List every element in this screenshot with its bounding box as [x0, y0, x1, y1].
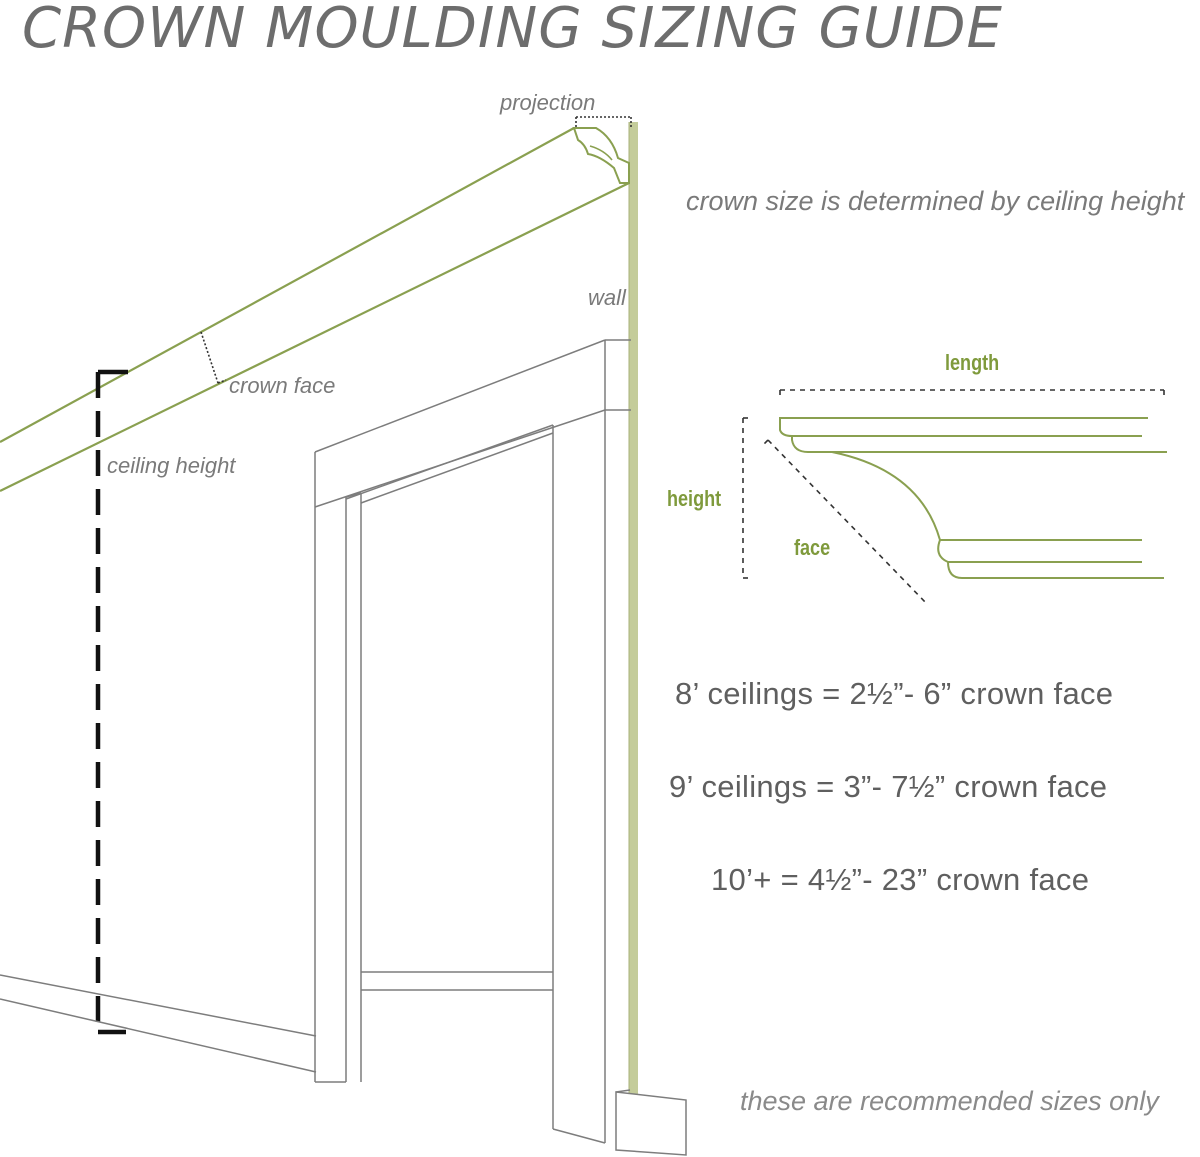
baseboard	[0, 974, 317, 1073]
recommendation-10ft: 10’+ = 4½”- 23” crown face	[711, 862, 1090, 897]
profile-length-label: length	[945, 350, 1000, 375]
page-title: CROWN MOULDING SIZING GUIDE	[22, 0, 1003, 61]
crown-profile	[779, 417, 1167, 579]
projection-label: projection	[500, 90, 596, 115]
door-frame	[314, 339, 631, 1144]
ceiling-height-bracket	[95, 369, 128, 1035]
crown-face-marker	[200, 331, 227, 384]
ceiling-height-label: ceiling height	[107, 453, 236, 478]
wall-strip	[629, 122, 638, 1094]
profile-face-bracket	[761, 439, 929, 606]
recommendation-9ft: 9’ ceilings = 3”- 7½” crown face	[669, 769, 1108, 804]
profile-height-bracket	[742, 417, 751, 579]
projection-bracket	[575, 116, 632, 127]
crown-face-label: crown face	[229, 373, 336, 398]
subtitle-text: crown size is determined by ceiling heig…	[686, 186, 1185, 216]
profile-face-label: face	[794, 535, 831, 560]
profile-length-bracket	[779, 389, 1165, 400]
base-block	[615, 1089, 687, 1156]
profile-height-label: height	[667, 486, 722, 511]
crown-moulding	[0, 127, 630, 492]
wall-label: wall	[588, 285, 626, 310]
footnote-text: these are recommended sizes only	[740, 1086, 1159, 1116]
recommendation-8ft: 8’ ceilings = 2½”- 6” crown face	[675, 676, 1114, 711]
